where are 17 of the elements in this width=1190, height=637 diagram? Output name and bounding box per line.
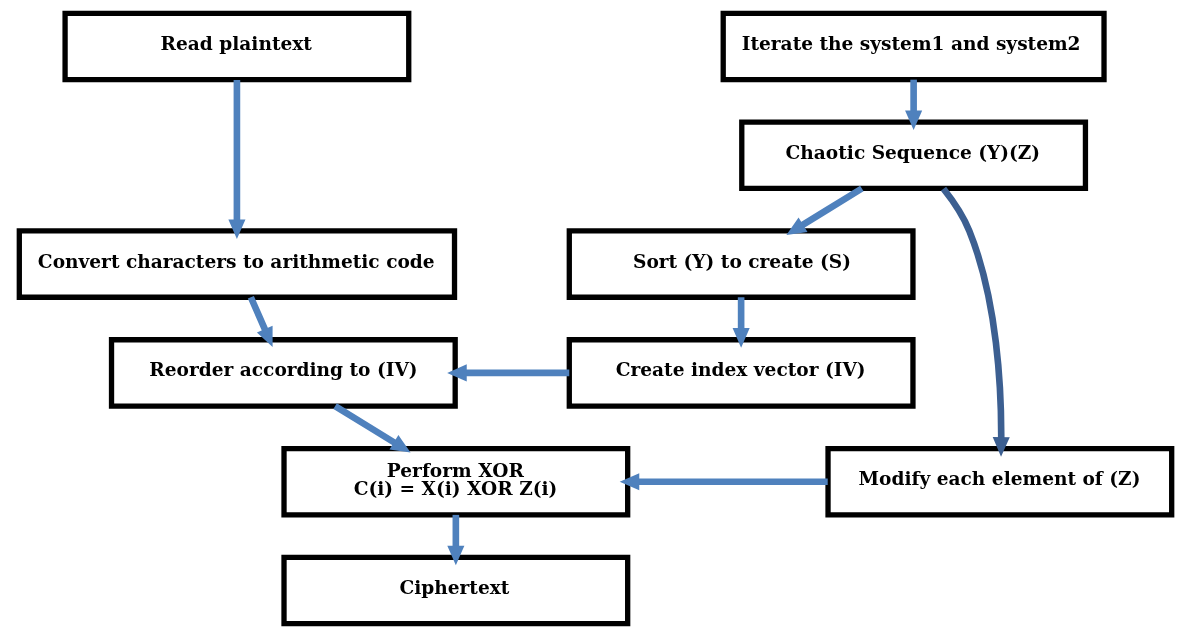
arrow xyxy=(940,186,1010,457)
node-box: Ciphertext xyxy=(280,554,630,627)
node-box: Sort (Y) to create (S) xyxy=(566,228,916,300)
node-box: Iterate the system1 and system2 xyxy=(720,10,1107,83)
arrow xyxy=(247,295,273,347)
arrow xyxy=(619,473,828,491)
node-box: Chaotic Sequence (Y)(Z) xyxy=(738,119,1088,192)
arrow xyxy=(785,185,864,235)
node-box: Convert characters to arithmetic code xyxy=(16,228,457,300)
node-box: Create index vector (IV) xyxy=(566,337,916,409)
node-box: Read plaintext xyxy=(61,10,411,83)
arrow xyxy=(904,79,922,131)
arrow xyxy=(446,514,464,566)
node-box: Modify each element of (Z) xyxy=(824,445,1174,518)
node-box: Perform XOR C(i) = X(i) XOR Z(i) xyxy=(280,445,630,518)
node-box: Reorder according to (IV) xyxy=(108,337,458,409)
arrow xyxy=(332,403,411,453)
